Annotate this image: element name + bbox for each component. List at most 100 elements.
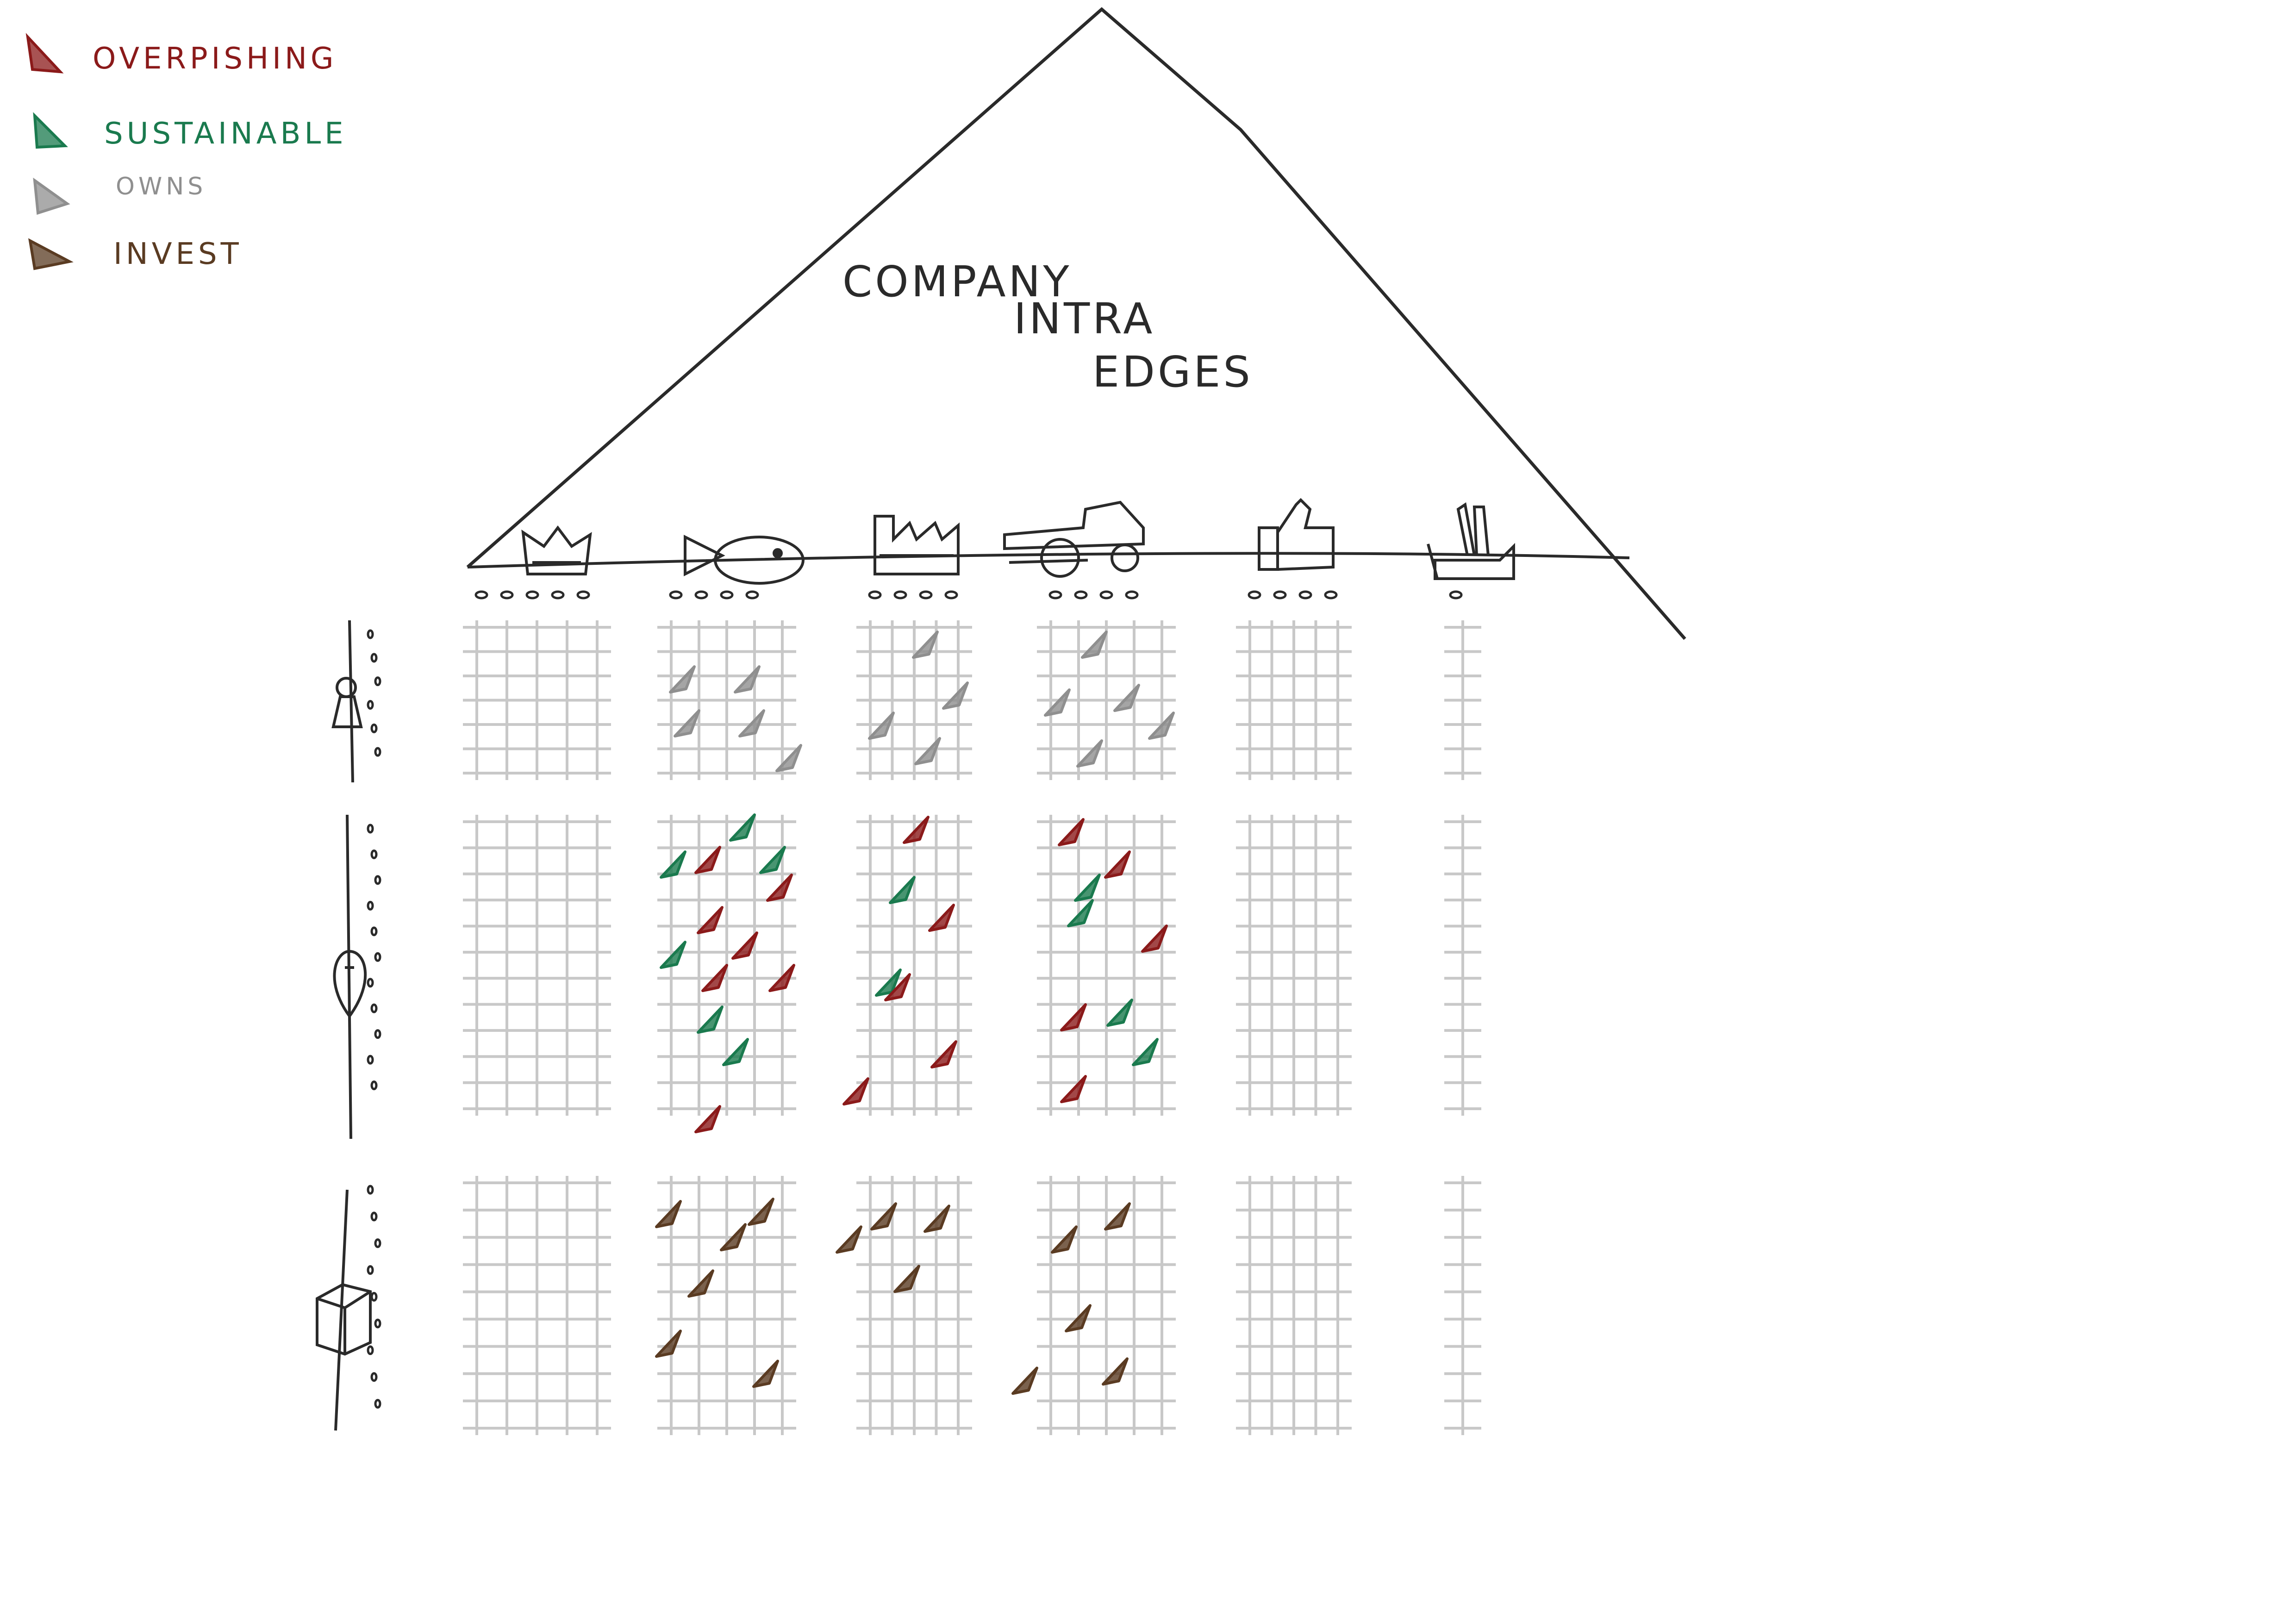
column-dot [576,590,590,600]
arrows [655,631,1175,1395]
row-dot [374,875,381,885]
column-dot [1099,590,1113,600]
sustainable-arrow [889,876,916,904]
column-dot [720,590,734,600]
row-dot [370,1081,378,1091]
owns-arrow [1113,684,1140,712]
invest-arrow [1102,1357,1129,1386]
row-line-location [346,814,352,1139]
overpishing-arrow [731,931,758,960]
grid-box-factory [856,1176,972,1435]
row-dot [374,952,381,962]
legend: OVERPISHING SUSTAINABLE OWNS INVEST [25,32,343,271]
crown-icon [521,525,592,575]
column-dot [669,590,683,600]
overpishing-arrow [842,1077,869,1106]
row-dot [374,1399,381,1409]
overpishing-arrow [768,964,795,992]
invest-arrow [1051,1225,1078,1254]
dot-markers [367,590,1463,1409]
row-dot [370,723,378,733]
column-dot [919,590,933,600]
sustainable-arrow [1074,874,1101,902]
overpishing-arrow [1060,1075,1087,1103]
owns-arrow [1081,631,1108,659]
row-dot [374,1318,381,1329]
invest-arrow [687,1269,714,1298]
sustainable-arrow [1132,1038,1159,1066]
owns-arrow [734,665,761,693]
overpishing-arrow [697,906,724,934]
sustainable-arrow [660,941,686,969]
invest-arrow [655,1200,682,1228]
grids [463,620,1481,1435]
row-dot [367,700,374,710]
owns-arrow [738,709,765,737]
grid-person-crown [463,620,611,780]
owns-arrow [669,665,696,693]
column-dot [1324,590,1338,600]
grid-box-fish [657,1176,796,1435]
sustainable-arrow [660,850,686,879]
invest-arrow [748,1198,774,1226]
overpishing-arrow [1058,818,1085,846]
grid-location-factory [856,815,972,1116]
truck-icon [1003,500,1145,578]
roof-label-line1: COMPANY [842,257,1072,306]
sustainable-arrow [759,846,786,874]
thumbs-up-icon [1258,498,1335,571]
hand-icon [1427,502,1515,580]
overpishing-arrow [694,846,721,874]
column-dot [1273,590,1287,600]
column-header-line [467,552,1630,568]
fish-icon [684,535,805,585]
column-dot [500,590,514,600]
row-dot [370,1003,378,1013]
row-dot [374,1029,381,1039]
grid-box-truck [1037,1176,1176,1435]
column-dot [1074,590,1088,600]
overpishing-arrow [928,904,955,932]
column-dot [525,590,539,600]
grid-location-hand [1444,815,1481,1116]
roof-outline [466,7,1686,640]
grid-person-factory [856,620,972,780]
person-icon [331,677,363,728]
overpishing-arrow [1060,1003,1087,1031]
row-line-person [348,620,354,783]
owns-arrow [914,737,941,765]
factory-icon [873,515,960,575]
grid-location-fish [657,815,796,1116]
sustainable-arrow [729,813,756,842]
overpishing-arrow [694,1105,721,1133]
invest-arrow [1065,1304,1092,1332]
row-dot [370,1212,378,1222]
column-dot [551,590,565,600]
overpishing-arrow [766,874,793,902]
owns-arrow [674,709,700,737]
invest-arrow [752,1360,779,1388]
row-dot [367,1265,374,1275]
owns-arrow [868,712,895,740]
invest-arrow-icon [28,238,74,270]
row-dot [374,747,381,757]
sustainable-arrow [722,1038,749,1066]
overpishing-arrow [1104,850,1131,879]
grid-location-truck [1037,815,1176,1116]
row-dot [367,1055,374,1065]
invest-arrow [1011,1367,1038,1395]
invest-arrow [870,1202,897,1230]
column-dot [1248,590,1261,600]
row-dot [370,849,378,859]
overpishing-arrow [903,816,930,844]
invest-arrow [836,1225,862,1254]
legend-label-owns: OWNS [116,173,206,200]
roof: COMPANY INTRA EDGES [466,7,1686,640]
roof-label-line3: EDGES [1092,347,1253,397]
column-dot [1125,590,1139,600]
overpishing-arrow [1141,924,1168,953]
row-dot [370,1292,378,1302]
grid-person-hand [1444,620,1481,780]
column-icons [521,498,1515,585]
roof-label-line2: INTRA [1014,294,1155,344]
